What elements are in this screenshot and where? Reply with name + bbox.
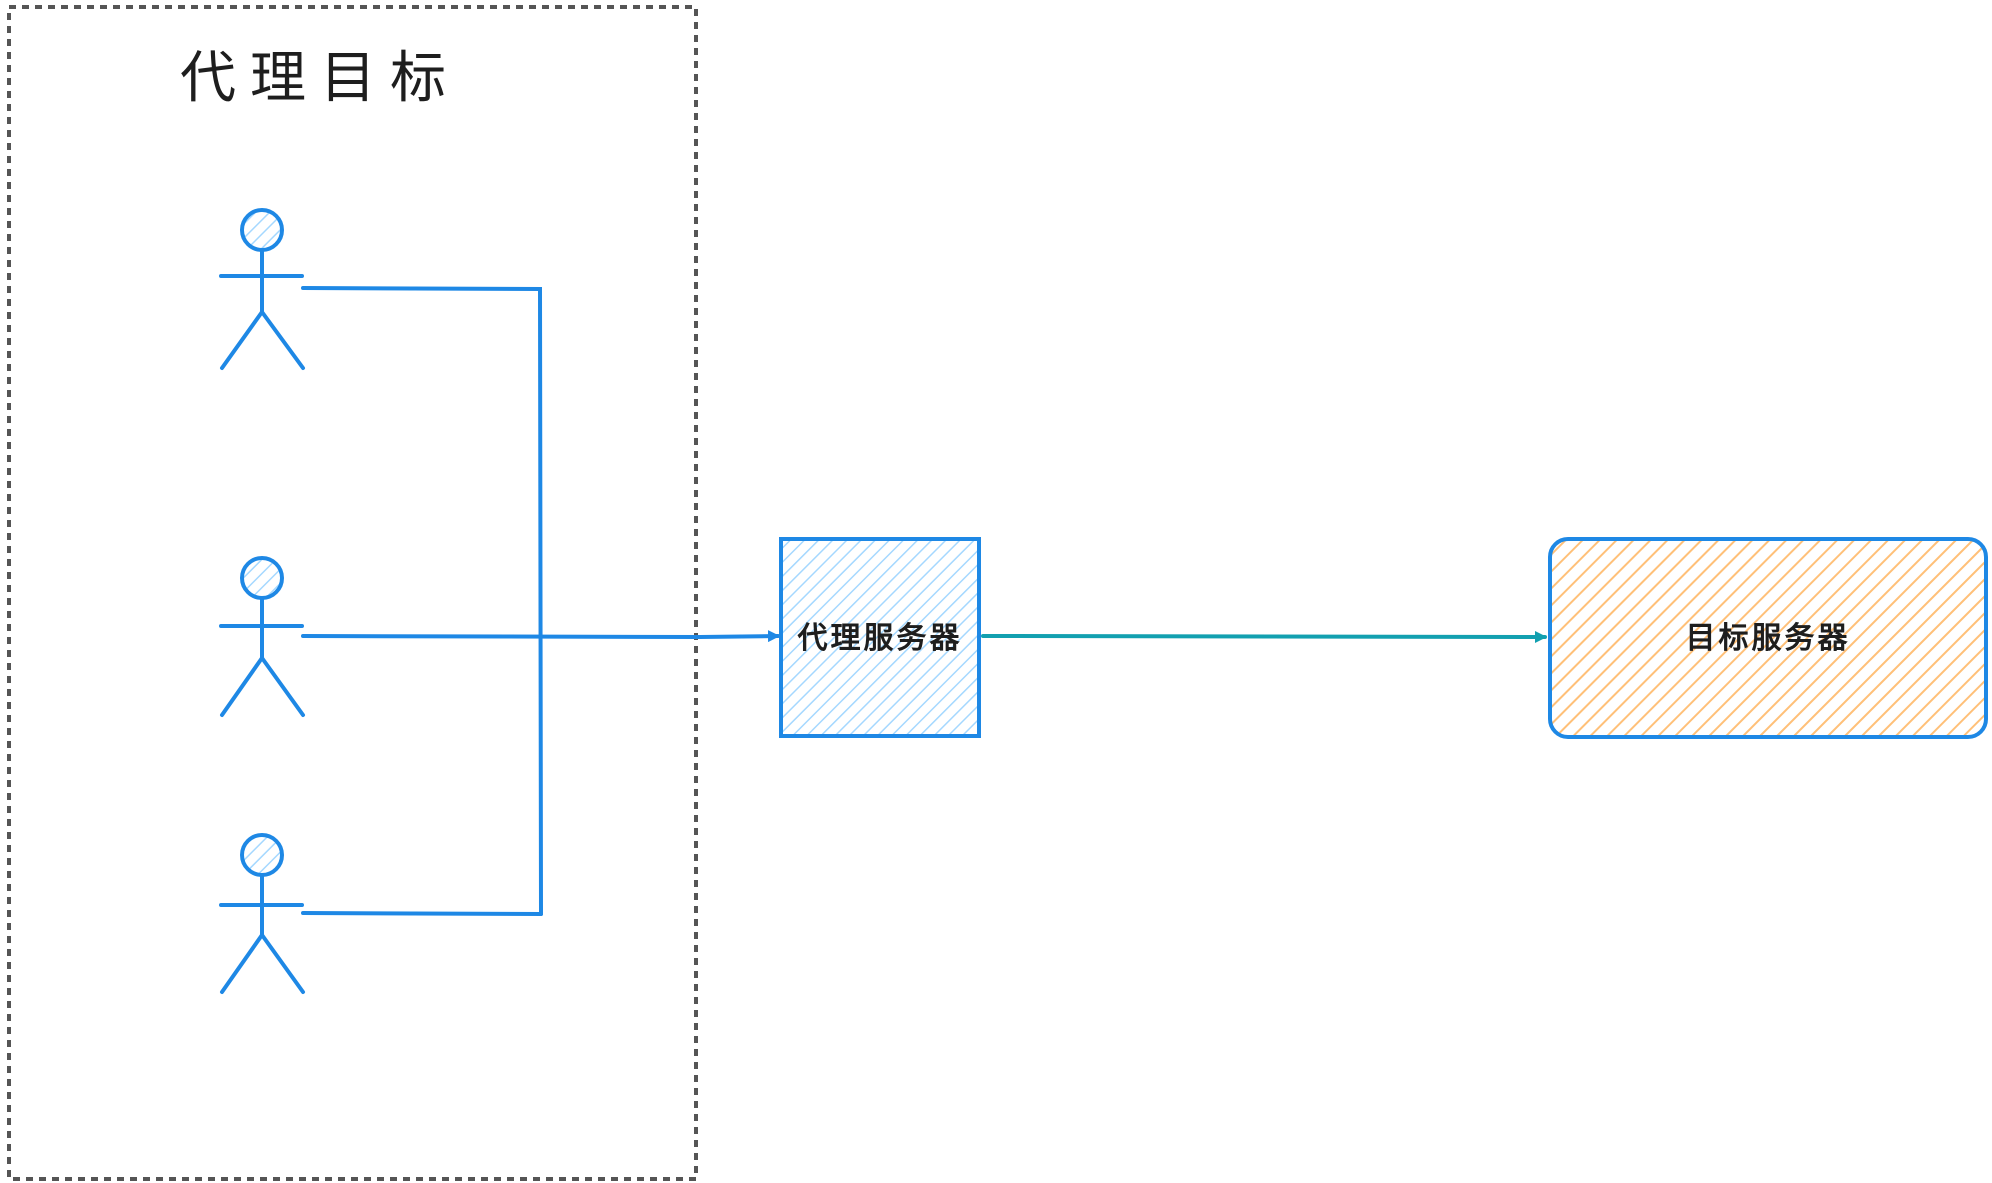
actor-connectors [301, 286, 780, 916]
proxy-server-node: 代理服务器 [779, 537, 981, 738]
proxy-server-box [779, 537, 981, 738]
group-title: 代理目标 [180, 46, 460, 111]
arrow-to-target [981, 630, 1547, 643]
connector-actor-3 [301, 911, 543, 916]
proxy-target-group: 代理目标 [7, 5, 698, 1181]
proxy-server-label: 代理服务器 [797, 621, 963, 656]
group-border [7, 5, 698, 1181]
person-icon [219, 556, 305, 717]
person-icon [219, 208, 305, 370]
actor-1 [219, 208, 305, 370]
target-server-node: 目标服务器 [1548, 537, 1988, 739]
connector-actor-1 [301, 286, 543, 916]
actor-3 [219, 833, 305, 994]
target-server-label: 目标服务器 [1686, 621, 1851, 656]
target-server-box [1548, 537, 1988, 739]
arrow-to-proxy [301, 630, 780, 643]
person-icon [219, 833, 305, 994]
actor-2 [219, 556, 305, 717]
